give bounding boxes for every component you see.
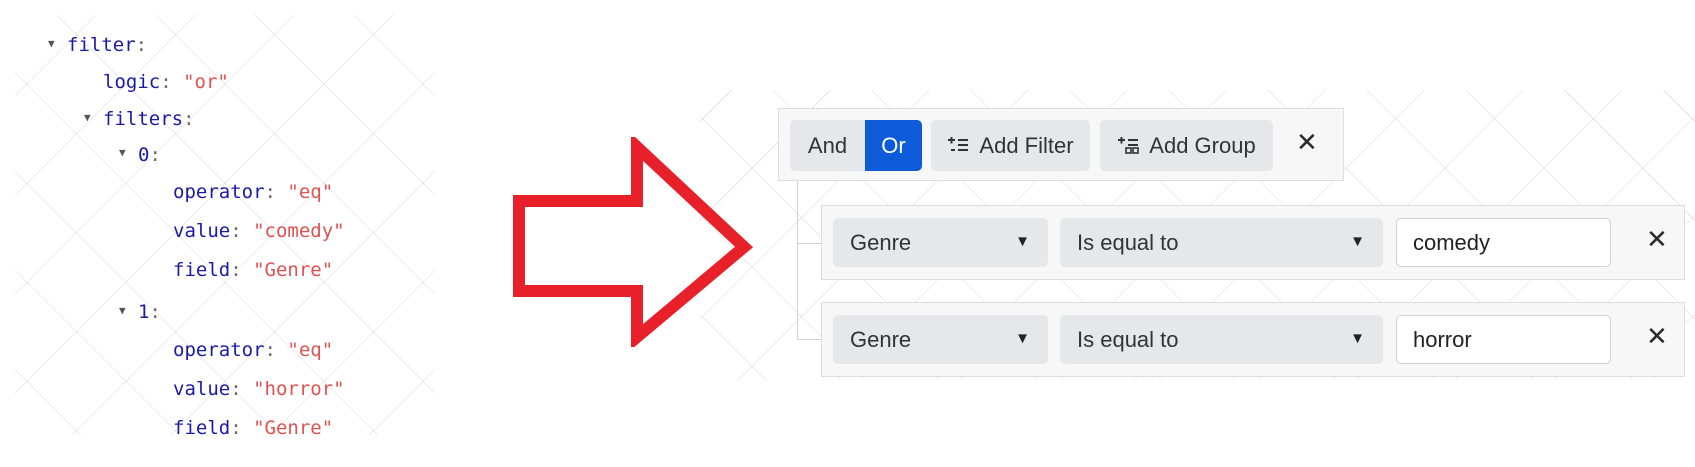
json-key-filters: filters (103, 108, 184, 130)
json-index: 1 (138, 301, 150, 323)
caret-down-icon: ▼ (1350, 233, 1365, 250)
operator-value: Is equal to (1077, 326, 1179, 352)
expand-triangle-icon[interactable]: ▼ (119, 146, 126, 159)
json-key-filter: filter (67, 34, 136, 56)
caret-down-icon: ▼ (1350, 330, 1365, 347)
filter-row: Genre ▼ Is equal to ▼ comedy ✕ (821, 205, 1685, 280)
tree-connector-line (797, 181, 798, 339)
json-key-operator: operator (173, 181, 265, 203)
value-input[interactable]: horror (1396, 315, 1611, 364)
json-value-field: "Genre" (253, 417, 334, 439)
expand-triangle-icon[interactable]: ▼ (84, 111, 91, 124)
filter-row: Genre ▼ Is equal to ▼ horror ✕ (821, 302, 1685, 377)
caret-down-icon: ▼ (1015, 233, 1030, 250)
remove-filter-icon[interactable]: ✕ (1646, 321, 1668, 351)
add-filter-icon (948, 136, 969, 151)
json-key-logic: logic (103, 71, 161, 93)
expand-triangle-icon[interactable]: ▼ (119, 304, 126, 317)
field-value: Genre (850, 326, 912, 352)
right-arrow-icon (513, 137, 754, 347)
filter-group-toolbar: And Or Add Filter Add Group ✕ (778, 108, 1344, 181)
caret-down-icon: ▼ (1015, 330, 1030, 347)
json-key-value: value (173, 378, 231, 400)
json-key-field: field (173, 259, 231, 281)
value-input[interactable]: comedy (1396, 218, 1611, 267)
add-filter-label: Add Filter (979, 132, 1074, 158)
json-key-value: value (173, 220, 231, 242)
json-key-operator: operator (173, 339, 265, 361)
json-value-operator: "eq" (287, 181, 334, 203)
json-key-field: field (173, 417, 231, 439)
remove-filter-icon[interactable]: ✕ (1646, 224, 1668, 254)
or-logic-button[interactable]: Or (865, 120, 922, 171)
json-value-field: "Genre" (253, 259, 334, 281)
field-dropdown[interactable]: Genre ▼ (833, 315, 1048, 364)
add-group-button[interactable]: Add Group (1100, 120, 1273, 171)
field-dropdown[interactable]: Genre ▼ (833, 218, 1048, 267)
json-tree: ▼ filter: logic: "or" ▼ filters: ▼ 0: op… (48, 34, 345, 439)
operator-value: Is equal to (1077, 229, 1179, 255)
add-group-icon (1118, 136, 1140, 154)
expand-triangle-icon[interactable]: ▼ (48, 37, 55, 50)
json-index: 0 (138, 144, 150, 166)
add-group-label: Add Group (1149, 132, 1256, 158)
tree-connector-line (797, 243, 821, 244)
or-label: Or (881, 132, 906, 158)
json-value-operator: "eq" (287, 339, 334, 361)
add-filter-button[interactable]: Add Filter (931, 120, 1090, 171)
and-label: And (807, 132, 848, 158)
json-value-logic: "or" (183, 71, 229, 93)
json-value-value: "horror" (253, 378, 345, 400)
json-value-value: "comedy" (253, 220, 345, 242)
close-group-icon[interactable]: ✕ (1296, 127, 1318, 157)
and-logic-button[interactable]: And (790, 120, 865, 171)
tree-connector-line (797, 339, 821, 340)
operator-dropdown[interactable]: Is equal to ▼ (1060, 218, 1383, 267)
operator-dropdown[interactable]: Is equal to ▼ (1060, 315, 1383, 364)
field-value: Genre (850, 229, 912, 255)
